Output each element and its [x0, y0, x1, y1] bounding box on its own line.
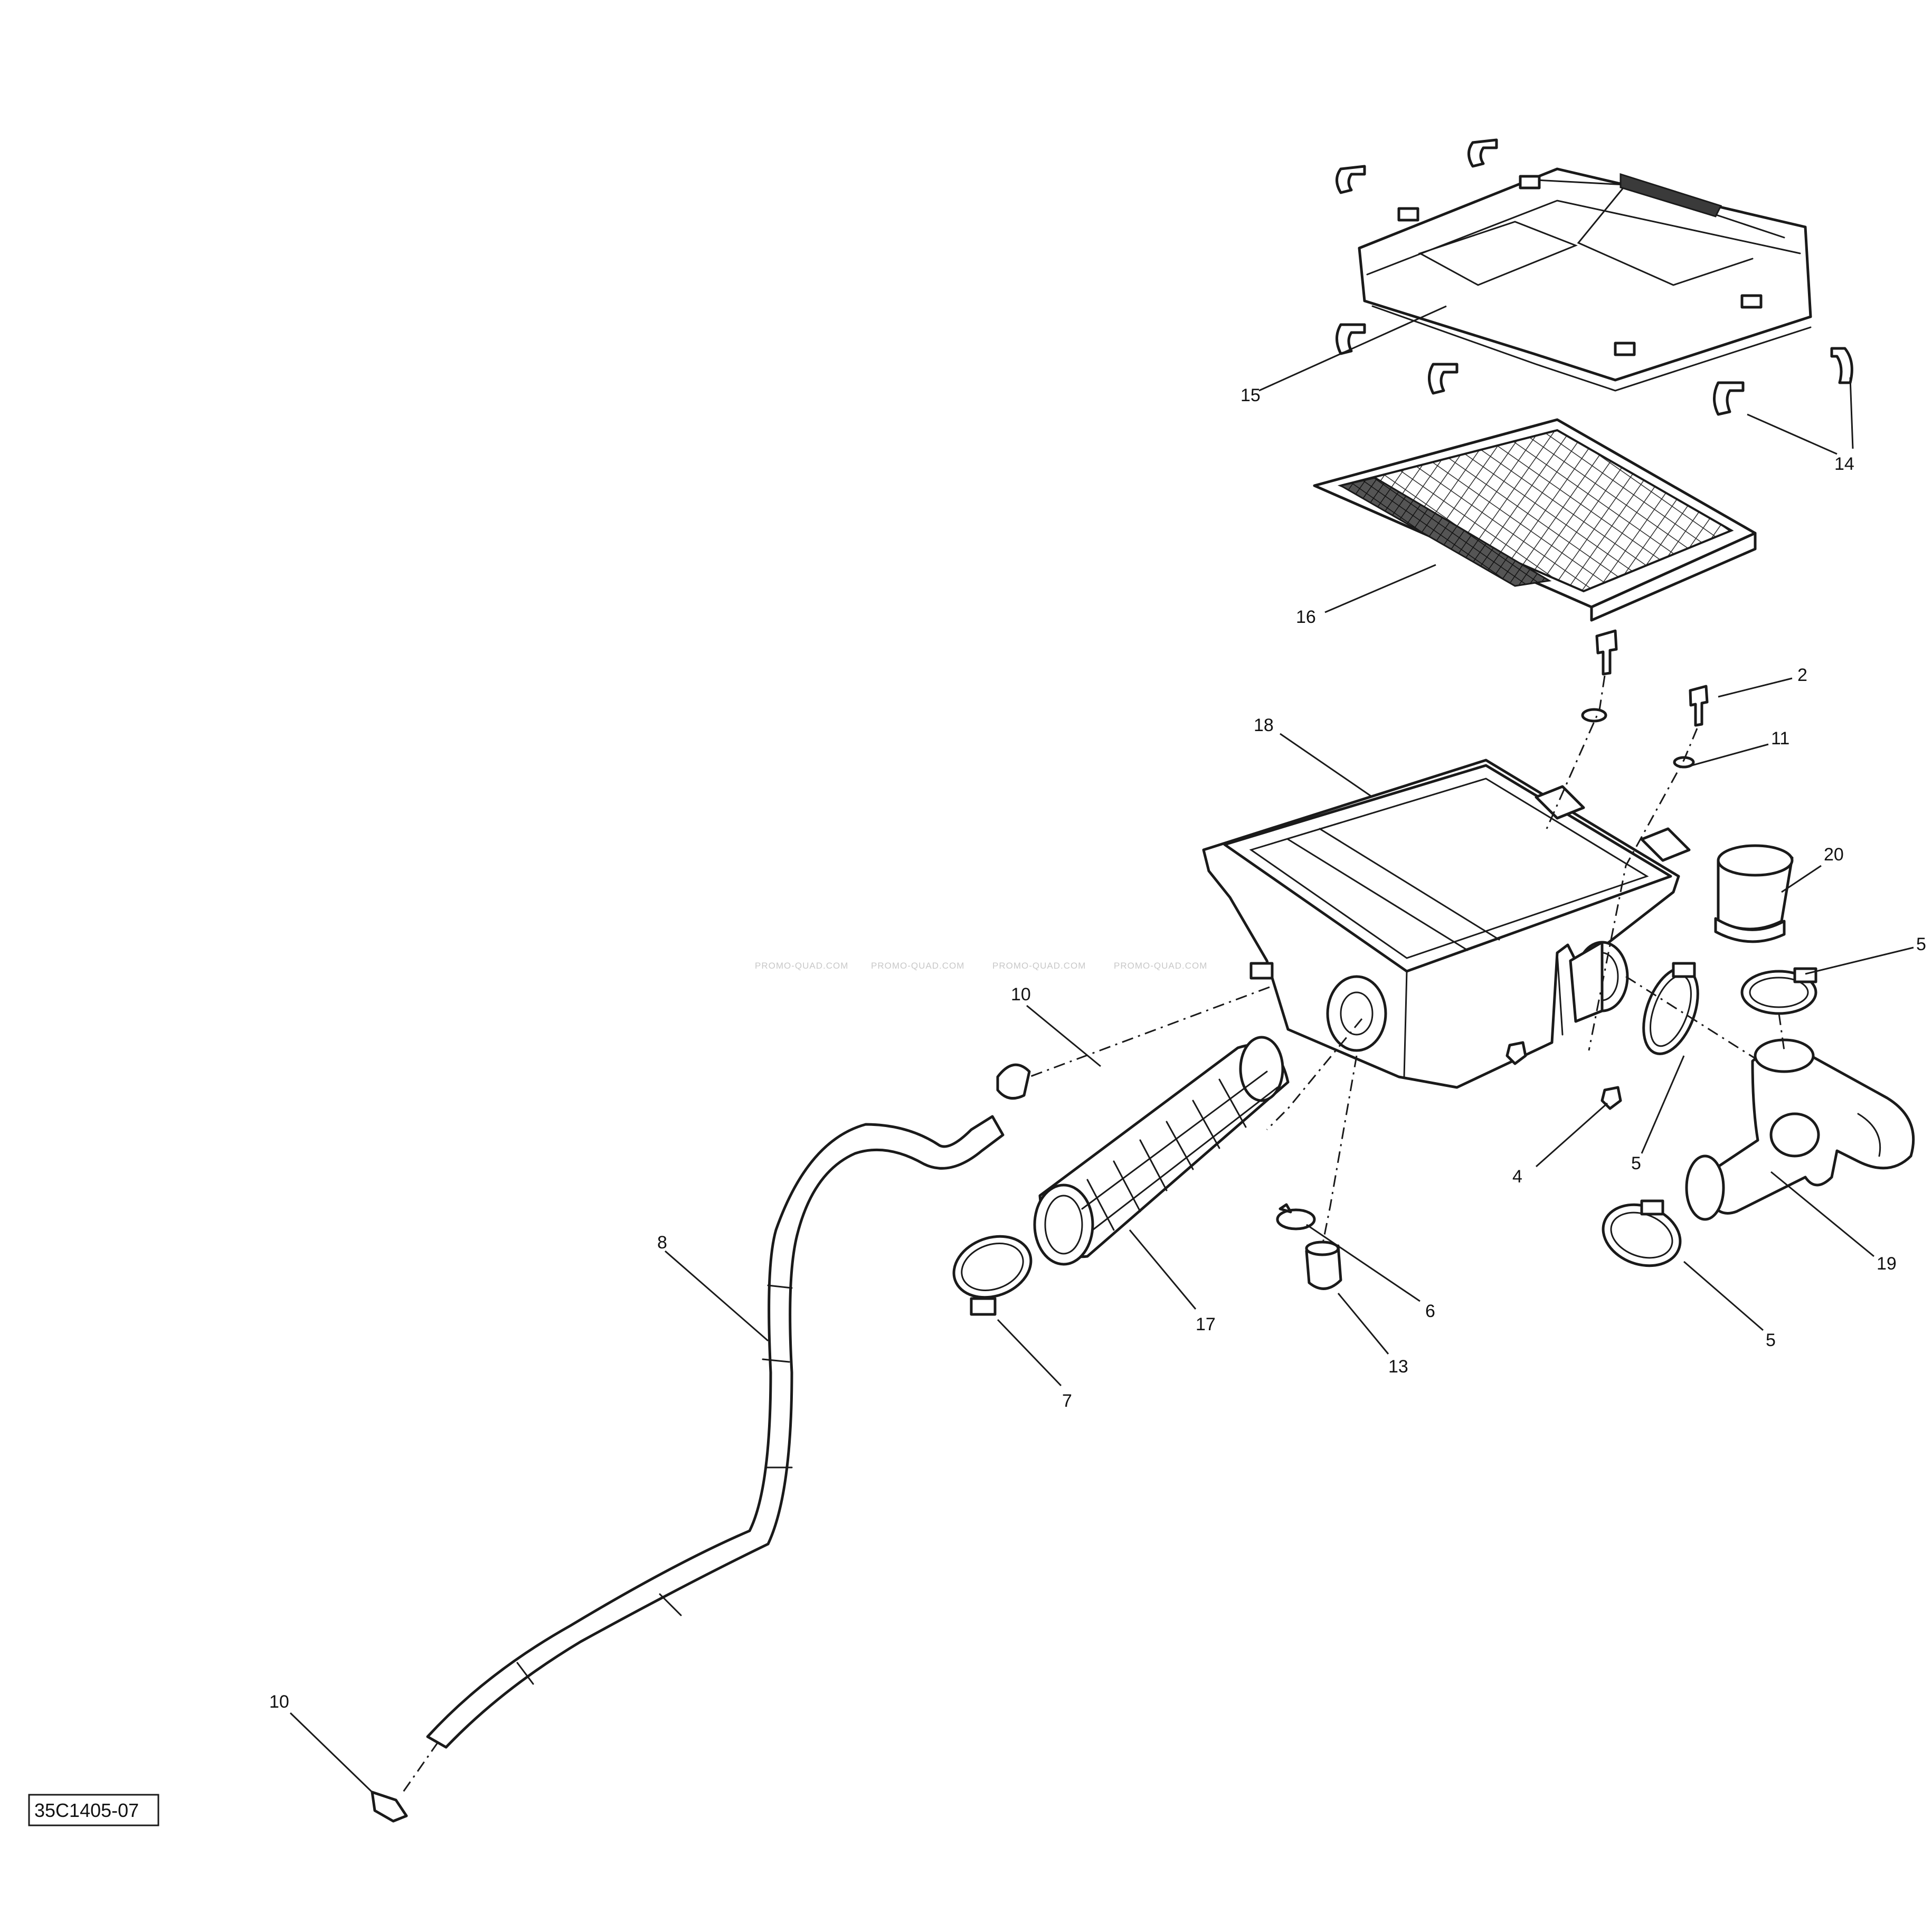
- callout-18: 18: [1254, 715, 1274, 735]
- intake-hose: [1033, 1036, 1290, 1266]
- airbox-base: [1202, 759, 1691, 1089]
- callout-15: 15: [1240, 385, 1261, 405]
- callout-5: 5: [1916, 934, 1926, 954]
- drain-hose: [426, 1115, 1005, 1749]
- callout-11: 11: [1771, 728, 1789, 749]
- callout-10: 10: [1011, 984, 1031, 1005]
- retaining-clips: [1336, 138, 1853, 416]
- hardware-small-parts: [371, 629, 1817, 1823]
- callout-10: 10: [269, 1692, 289, 1712]
- callout-8: 8: [657, 1233, 667, 1253]
- callout-5: 5: [1766, 1330, 1776, 1350]
- callout-13: 13: [1388, 1357, 1408, 1377]
- diagram-code-box: 35C1405-07: [28, 1794, 159, 1826]
- callouts: 2 11 15 14 16 18 20 5 5 4 19 5 6 13 17 7…: [269, 385, 1926, 1712]
- y-intake-duct: [1685, 1038, 1915, 1221]
- callout-14: 14: [1834, 454, 1854, 474]
- callout-5: 5: [1631, 1153, 1641, 1173]
- callout-7: 7: [1062, 1391, 1072, 1411]
- watermark-text: PROMO-QUAD.COM: [992, 961, 1086, 971]
- callout-6: 6: [1425, 1301, 1435, 1321]
- callout-17: 17: [1196, 1314, 1216, 1334]
- watermark-text: PROMO-QUAD.COM: [1114, 961, 1207, 971]
- air-filter: [1313, 418, 1757, 622]
- callout-4: 4: [1512, 1167, 1522, 1187]
- watermark-text: PROMO-QUAD.COM: [755, 961, 848, 971]
- watermark-text: PROMO-QUAD.COM: [871, 961, 964, 971]
- assembly-lines: [400, 675, 1785, 1795]
- airbox-cover: [1358, 167, 1812, 392]
- watermark: PROMO-QUAD.COM PROMO-QUAD.COM PROMO-QUAD…: [755, 961, 1207, 971]
- callout-2: 2: [1797, 665, 1807, 685]
- callout-16: 16: [1296, 607, 1316, 627]
- diagram-code: 35C1405-07: [34, 1800, 139, 1821]
- callout-20: 20: [1824, 845, 1844, 865]
- callout-19: 19: [1877, 1254, 1897, 1274]
- leader-lines: [289, 305, 1914, 1793]
- intake-cap: [1714, 844, 1794, 943]
